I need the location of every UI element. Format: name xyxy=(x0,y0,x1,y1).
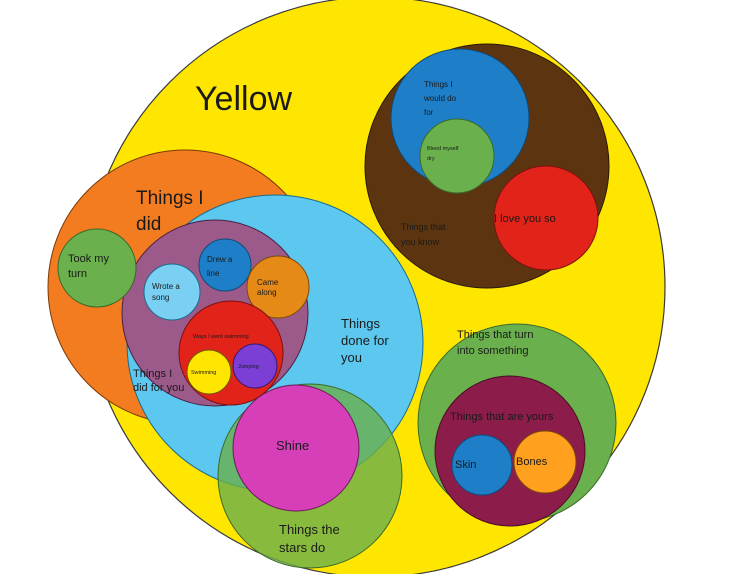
things-the-stars-do-line2: stars do xyxy=(279,540,325,555)
jumping-circle xyxy=(232,343,278,389)
swimming-circle xyxy=(186,349,232,395)
shine-label: Shine xyxy=(276,438,309,453)
wrote-a-song-line2: song xyxy=(152,293,169,302)
things-done-for-you-line3: you xyxy=(341,350,362,365)
things-the-stars-do-line1: Things the xyxy=(279,522,340,537)
things-i-did-for-you-line2: did for you xyxy=(133,382,184,394)
things-i-did-line2: did xyxy=(136,214,161,235)
bleed-myself-dry-circle xyxy=(419,118,495,194)
things-i-did-for-you-line1: Things I xyxy=(133,368,172,380)
took-my-turn-circle xyxy=(57,228,137,308)
i-love-you-so-circle xyxy=(493,165,599,271)
wrote-a-song-line1: Wrote a xyxy=(152,282,180,291)
came-along-line2: along xyxy=(257,288,277,297)
came-along-circle xyxy=(246,255,310,319)
things-done-for-you-line2: done for xyxy=(341,333,389,348)
things-that-turn-line1: Things that turn xyxy=(457,329,533,341)
things-that-you-know-line1: Things that xyxy=(401,222,446,232)
things-i-did-line1: Things I xyxy=(136,188,204,209)
things-i-would-do-line1: Things I xyxy=(424,80,452,89)
things-done-for-you-line1: Things xyxy=(341,316,381,331)
things-i-would-do-line2: would do xyxy=(423,94,457,103)
skin-label: Skin xyxy=(455,459,476,471)
drew-a-line-line1: Drew a xyxy=(207,255,233,264)
bones-label: Bones xyxy=(516,456,548,468)
things-that-turn-line2: into something xyxy=(457,345,529,357)
came-along-line1: Came xyxy=(257,278,279,287)
ways-i-went-swimming-label: Ways I went swimming xyxy=(193,334,249,340)
drew-a-line-line2: line xyxy=(207,269,220,278)
wrote-a-song-circle xyxy=(143,263,201,321)
things-i-would-do-line3: for xyxy=(424,108,434,117)
took-my-turn-line2: turn xyxy=(68,268,87,280)
i-love-you-so-label: I love you so xyxy=(494,213,556,225)
shine-circle xyxy=(232,384,360,512)
yellow-title: Yellow xyxy=(195,80,292,118)
took-my-turn-line1: Took my xyxy=(68,253,109,265)
bones-circle xyxy=(513,430,577,494)
bleed-myself-dry-line1: Bleed myself xyxy=(427,146,459,152)
jumping-label: Jumping xyxy=(238,364,259,370)
bleed-myself-dry-line2: dry xyxy=(427,156,435,162)
drew-a-line-circle xyxy=(198,238,252,292)
skin-circle xyxy=(451,434,513,496)
things-that-you-know-line2: you know xyxy=(401,237,440,247)
things-that-are-yours-label: Things that are yours xyxy=(450,411,554,423)
swimming-label: Swimming xyxy=(191,370,216,376)
